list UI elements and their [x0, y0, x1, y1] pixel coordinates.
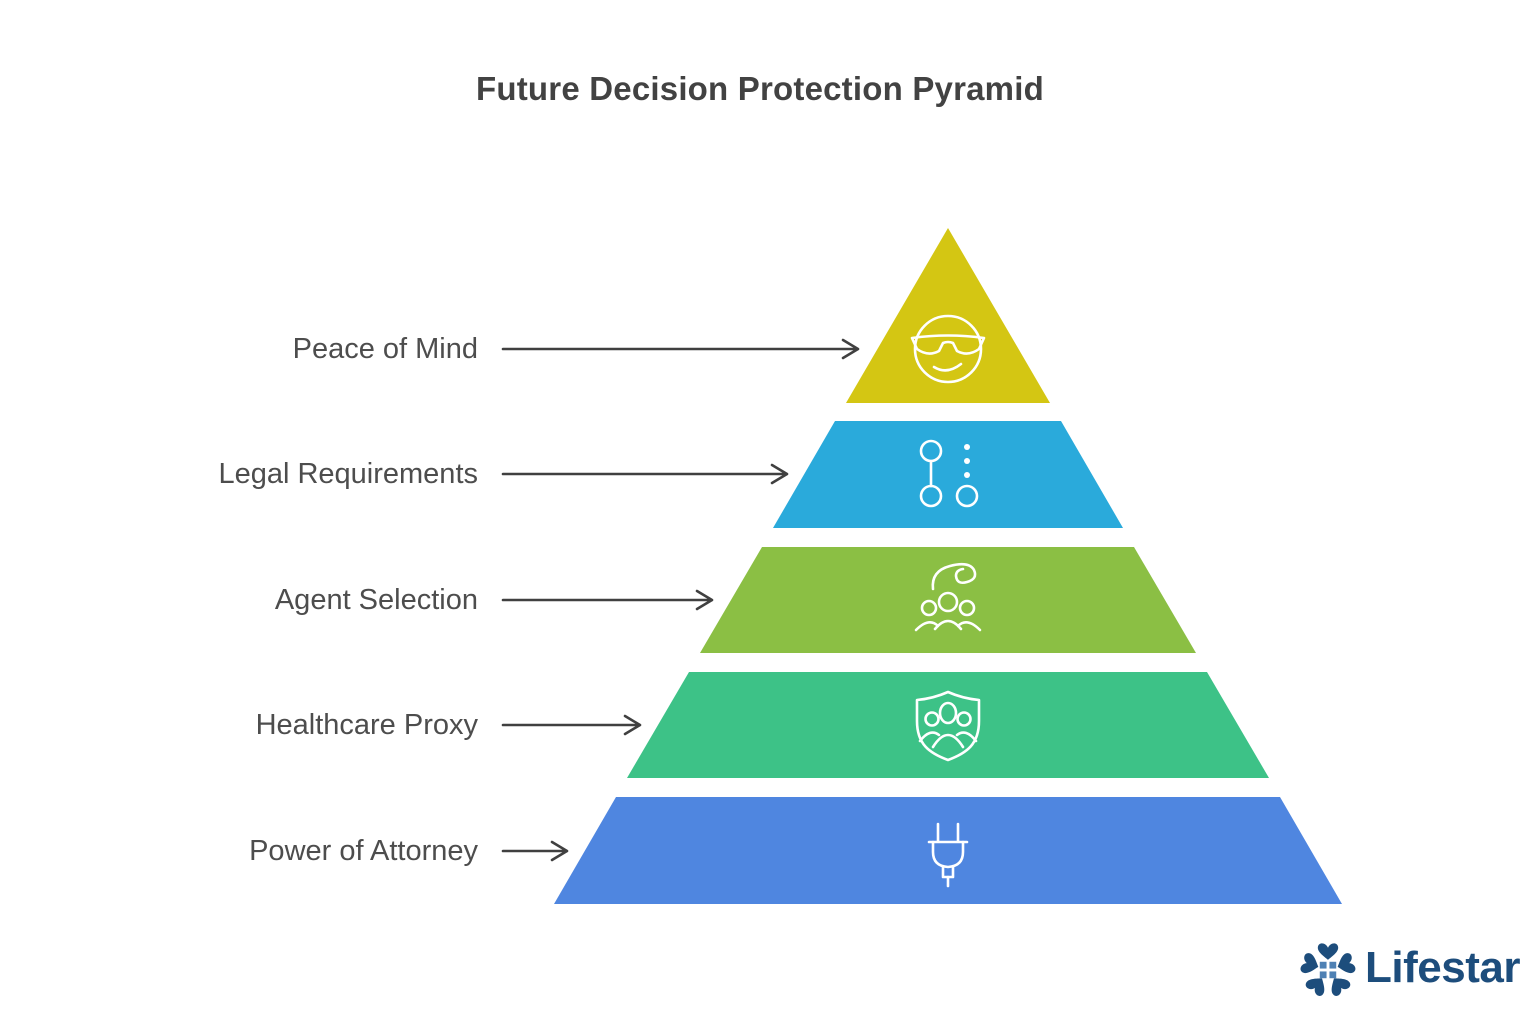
- pyramid-level-power-of-attorney: [554, 797, 1342, 904]
- level-label-healthcare-proxy: Healthcare Proxy: [255, 709, 478, 741]
- level-label-peace-of-mind: Peace of Mind: [292, 333, 478, 365]
- arrow-legal-requirements: [501, 463, 789, 485]
- shield-people-icon: [915, 690, 981, 762]
- arrow-healthcare-proxy: [501, 714, 642, 736]
- milestones-icon: [919, 439, 979, 508]
- arrow-power-of-attorney: [501, 840, 569, 862]
- power-plug-icon: [927, 822, 969, 888]
- brand-logo: Lifestar: [1298, 938, 1520, 1002]
- connector-arrows: [501, 338, 860, 862]
- brand-wordmark: Lifestar: [1365, 943, 1520, 992]
- level-label-power-of-attorney: Power of Attorney: [249, 835, 478, 867]
- logo-window-panes: [1319, 961, 1337, 979]
- arrow-agent-selection: [501, 589, 714, 611]
- page-title: Future Decision Protection Pyramid: [476, 70, 1044, 107]
- pyramid-level-healthcare-proxy: [627, 672, 1269, 778]
- arrow-peace-of-mind: [501, 338, 860, 360]
- lifestar-star-house-icon: [1300, 943, 1356, 996]
- level-icons: [910, 314, 986, 888]
- care-hand-people-icon: [914, 562, 982, 632]
- level-label-legal-requirements: Legal Requirements: [218, 458, 478, 490]
- cool-face-icon: [910, 314, 986, 384]
- pyramid-level-agent-selection: [700, 547, 1196, 653]
- pyramid-level-legal-requirements: [773, 421, 1123, 528]
- level-label-agent-selection: Agent Selection: [274, 584, 478, 616]
